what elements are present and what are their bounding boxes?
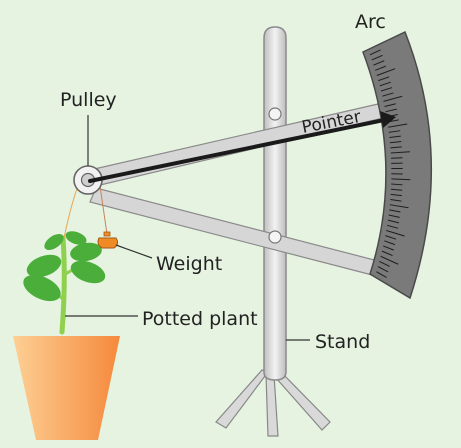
stand-legs [215, 369, 331, 437]
arc-tick [378, 76, 390, 82]
arc-tick [389, 204, 409, 209]
arc-tick [390, 199, 402, 202]
arc-tick [390, 146, 402, 149]
arc-tick [389, 140, 402, 144]
stand-label: Stand [315, 331, 370, 353]
weight [97, 231, 119, 249]
arc-tick [381, 250, 393, 257]
arc-tick [382, 92, 394, 97]
arc-tick [390, 193, 402, 197]
arc-tick [383, 245, 394, 251]
arc-tick [389, 209, 401, 213]
leader-lines [65, 115, 310, 341]
arc-tick [376, 68, 396, 76]
pulley-label: Pulley [60, 89, 117, 111]
arc-tick [379, 81, 391, 87]
leaf [70, 242, 102, 262]
pointer [88, 111, 396, 183]
arc-tick [384, 240, 396, 246]
arc-tick [388, 214, 400, 218]
arc-tick [376, 271, 387, 278]
arc-tick [380, 255, 399, 265]
arc-tick [389, 135, 401, 139]
arc-tick [373, 60, 385, 66]
arc-tick [377, 266, 389, 273]
arc-tick [391, 183, 403, 186]
arc-tick [385, 108, 397, 113]
arc-tick [387, 224, 399, 229]
arc-tick [383, 95, 403, 102]
leaf [23, 274, 61, 302]
weight-label: Weight [156, 253, 222, 275]
leaf [26, 254, 62, 278]
arc-tick [379, 260, 390, 267]
arc-scale [362, 30, 433, 300]
leaf [44, 234, 64, 250]
arc-tick [384, 103, 396, 108]
arc-tick [390, 151, 410, 154]
arc-tick [369, 49, 381, 56]
arc-tick [391, 178, 411, 181]
arc-tick [375, 65, 387, 71]
arc-tick [387, 219, 400, 224]
arc-tick [371, 54, 383, 61]
pointer-label: Pointer [300, 107, 362, 138]
leaf [70, 260, 106, 284]
arc-tick [388, 123, 408, 128]
upper-bolt [268, 107, 282, 121]
arc-tick [388, 130, 401, 133]
arc-tick [390, 188, 403, 191]
leaf [65, 231, 87, 245]
stand-bar [263, 26, 287, 381]
flower-pot [13, 336, 120, 440]
arc-label: Arc [355, 11, 386, 33]
arc-tick [380, 87, 393, 92]
weight-string [99, 185, 108, 235]
potted-plant-label: Potted plant [142, 308, 258, 330]
arc-tick [386, 230, 405, 237]
arc-tick [385, 235, 397, 240]
plant [23, 231, 106, 335]
lower-bolt [268, 230, 282, 244]
